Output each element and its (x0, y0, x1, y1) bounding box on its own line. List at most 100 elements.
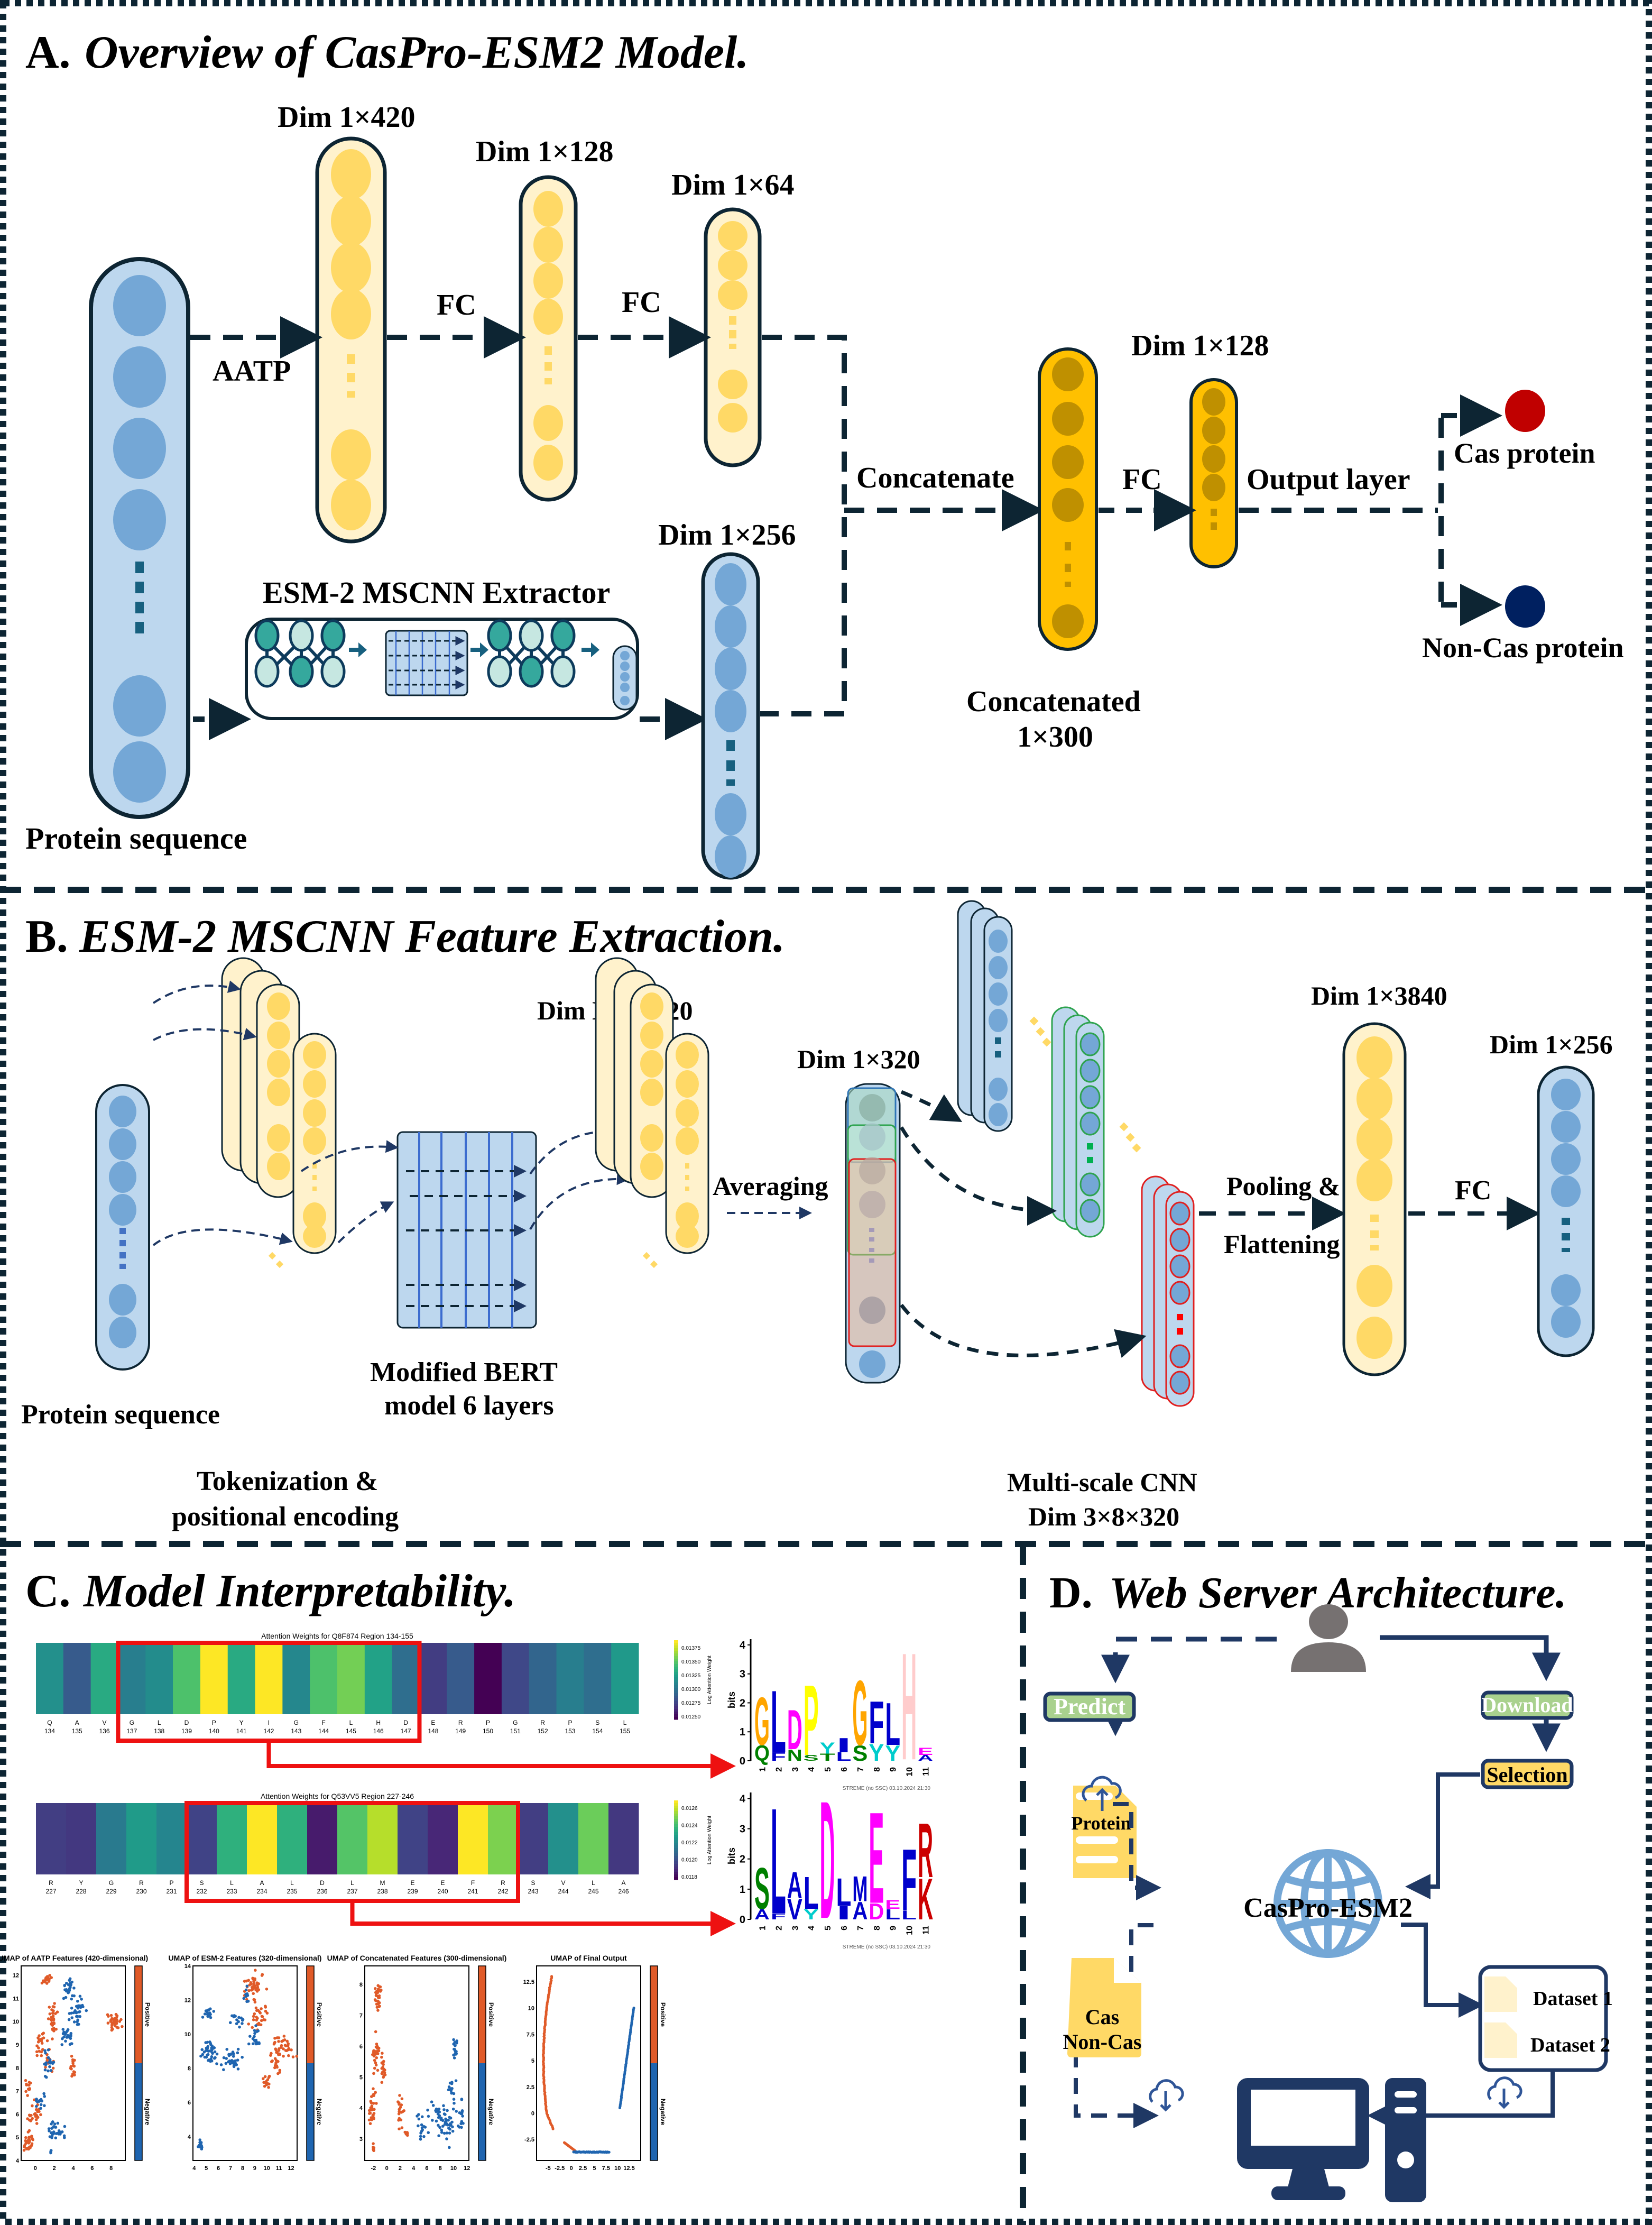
positive-point (44, 2065, 47, 2069)
negative-point (444, 2120, 447, 2124)
positive-point (31, 2104, 34, 2108)
positive-point (276, 2072, 280, 2075)
label-fc-3: FC (1122, 463, 1162, 496)
positive-point (27, 2136, 31, 2139)
position-label: 240 (437, 1888, 448, 1895)
negative-point (47, 2056, 50, 2059)
colorbar-tick: 0.01325 (681, 1673, 701, 1679)
logo-letter: Y (804, 1906, 819, 1923)
attention-heatmaps: Attention Weights for Q8F874 Region 134-… (36, 1632, 736, 1936)
residue-label: R (49, 1879, 53, 1887)
umap-xtick: 0 (34, 2165, 37, 2172)
positive-point (274, 2064, 277, 2067)
negative-point (213, 2050, 217, 2054)
negative-point (237, 2016, 241, 2019)
logo-letter: L (885, 1690, 900, 1758)
positive-point (376, 1999, 380, 2003)
position-label: 231 (166, 1888, 177, 1895)
umap-xtick: 8 (241, 2165, 244, 2172)
positive-point (282, 2035, 286, 2038)
positive-point (275, 2036, 279, 2039)
negative-point (50, 2127, 53, 2130)
residue-label: D (403, 1719, 408, 1726)
negative-point (68, 1984, 71, 1987)
panel-d-letter: D. (1049, 1568, 1093, 1617)
position-label: 155 (620, 1727, 630, 1735)
position-label: 228 (76, 1888, 86, 1895)
positive-point (551, 2127, 555, 2130)
heatmap-cell (96, 1803, 127, 1874)
negative-point (219, 2063, 223, 2066)
umap-ytick: -2.5 (524, 2137, 534, 2143)
logo-letter: T (820, 1752, 835, 1763)
logo-letter: L (771, 1672, 786, 1771)
colorbar-segment (674, 1869, 678, 1872)
panel-b-title: ESM-2 MSCNN Feature Extraction. (79, 911, 785, 962)
umap-ytick: 12.5 (523, 1979, 534, 1985)
negative-point (85, 2009, 88, 2012)
negative-point (438, 2114, 441, 2118)
negative-point (417, 2113, 420, 2116)
protein-file-icon[interactable]: Protein (1071, 1786, 1137, 1878)
fc-128-column (519, 175, 578, 502)
positive-point (42, 2036, 45, 2039)
negative-point (241, 2022, 244, 2025)
logo-letter: F (869, 1689, 884, 1757)
logo-position-label: 11 (922, 1926, 931, 1935)
colorbar-segment (674, 1643, 678, 1646)
positive-point (400, 2097, 404, 2101)
dataset-2[interactable]: Dataset 2 (1484, 2022, 1610, 2058)
umap-xtick: 4 (412, 2165, 416, 2172)
selection-button[interactable]: Selection (1481, 1759, 1574, 1789)
colorbar-segment (674, 1819, 678, 1822)
protein-file-label: Protein (1071, 1813, 1131, 1834)
heatmap-cell (556, 1643, 584, 1714)
positive-point (54, 2012, 57, 2015)
negative-point (67, 2018, 71, 2021)
colorbar-segment (674, 1680, 678, 1683)
colorbar-label: Log Attention Weight (707, 1656, 713, 1704)
negative-point (230, 2014, 234, 2018)
aatp-420-column (315, 136, 387, 544)
cas-result-file[interactable]: Cas Non-Cas (1063, 1958, 1142, 2057)
predict-button[interactable]: Predict (1043, 1691, 1136, 1722)
positive-point (380, 2081, 384, 2084)
positive-point (116, 2026, 120, 2029)
label-averaging: Averaging (713, 1171, 828, 1201)
logo-letter: A (852, 1897, 867, 1925)
positive-point (51, 2066, 55, 2070)
colorbar-segment (674, 1659, 678, 1662)
colorbar-segment (674, 1835, 678, 1838)
negative-point (234, 2059, 237, 2063)
highlight-box (116, 1641, 422, 1743)
negative-point (245, 1984, 249, 1988)
positive-point (264, 2005, 267, 2008)
positive-point (262, 2081, 265, 2084)
positive-point (373, 1998, 377, 2001)
positive-point (257, 1988, 261, 1991)
position-label: 230 (136, 1888, 146, 1895)
residue-label: E (410, 1879, 414, 1887)
download-button[interactable]: Download (1481, 1690, 1574, 1720)
colorbar-segment (674, 1712, 678, 1715)
logo-position-label: 8 (873, 1926, 882, 1930)
curved-arrows-b-left (152, 980, 630, 1246)
panel-b: B. ESM-2 MSCNN Feature Extraction. Prote… (21, 900, 1613, 1532)
label-concatenate: Concatenate (856, 462, 1014, 494)
logo-position-label: 11 (922, 1767, 931, 1776)
colorbar-segment (674, 1669, 678, 1672)
positive-point (267, 2085, 270, 2089)
negative-point (232, 2055, 235, 2058)
residue-label: L (592, 1879, 595, 1887)
heatmap-cell (578, 1803, 609, 1874)
colorbar-tick: 0.01300 (681, 1687, 701, 1693)
negative-point (227, 2053, 230, 2056)
label-bert-1: Modified BERT (370, 1357, 558, 1387)
position-label: 140 (209, 1727, 219, 1735)
positive-point (245, 1979, 248, 1983)
dataset-1[interactable]: Dataset 1 (1484, 1976, 1613, 2012)
umap-plot-1: UMAP of AATP Features (420-dimensional)0… (0, 1954, 151, 2172)
colorbar-segment (674, 1800, 678, 1804)
logo-tick-label: 0 (740, 1914, 745, 1926)
